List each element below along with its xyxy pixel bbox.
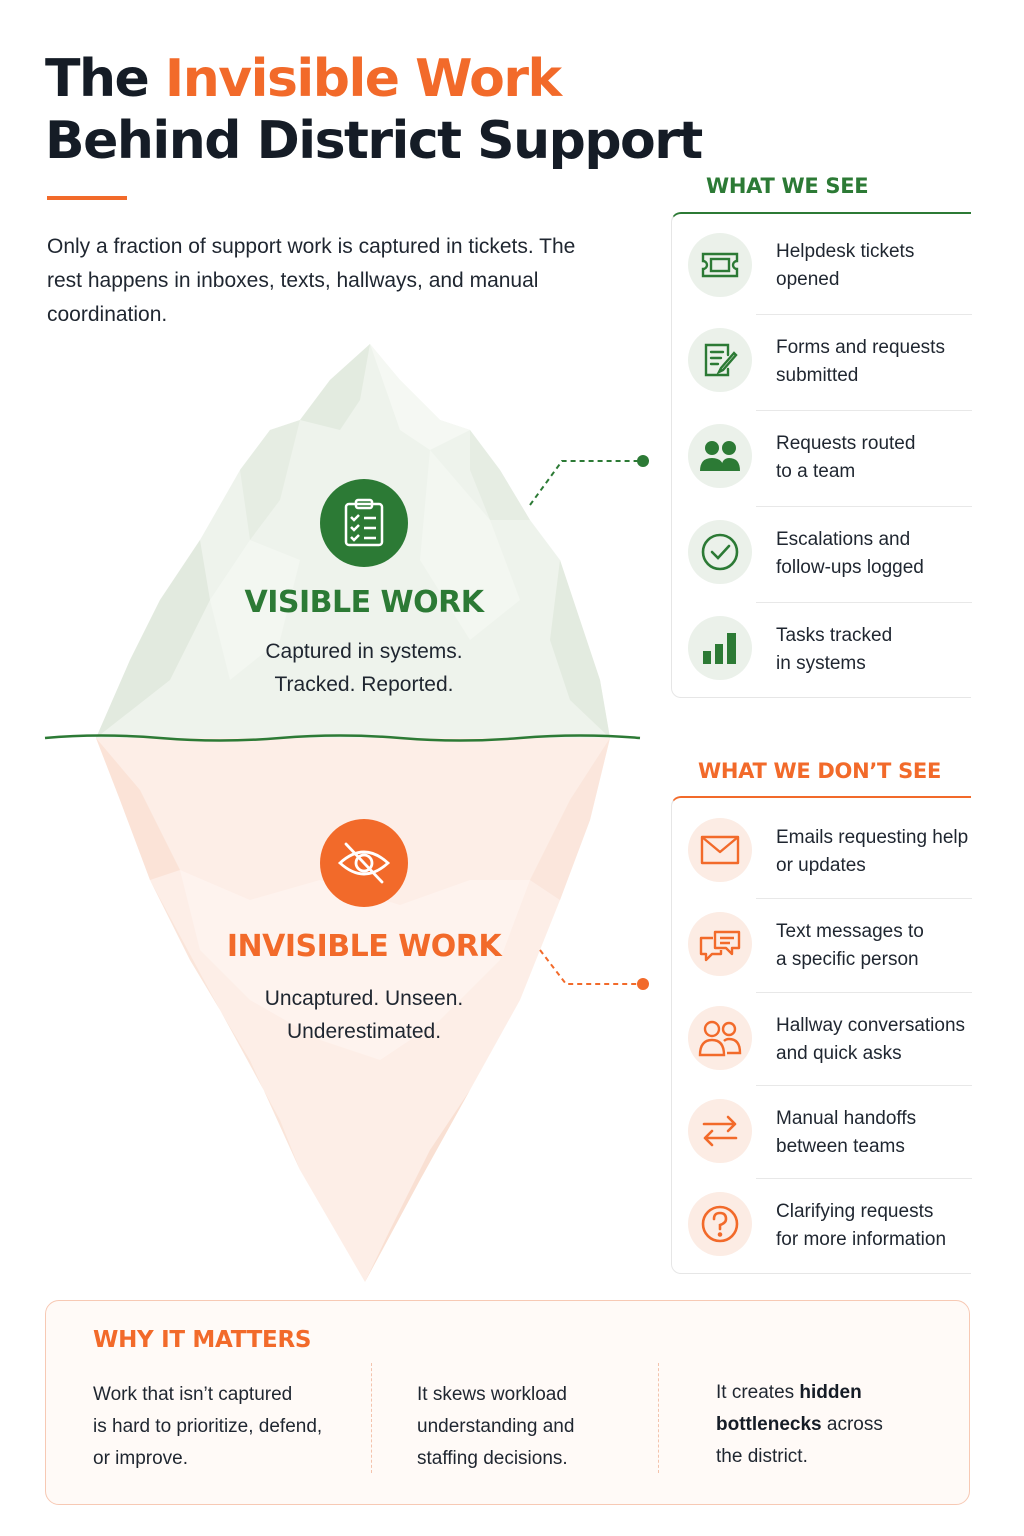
see-item-line1: Escalations and: [776, 529, 911, 550]
see-item-line1: Helpdesk tickets: [776, 241, 915, 262]
dont-see-item-line1: Clarifying requests: [776, 1201, 934, 1222]
why-point-1: Work that isn’t captured is hard to prio…: [93, 1379, 353, 1475]
team-icon: [688, 424, 752, 488]
see-item-text: Tasks tracked in systems: [776, 622, 976, 678]
form-pen-icon: [688, 328, 752, 392]
dont-see-item-text: Hallway conversations and quick asks: [776, 1012, 976, 1068]
dont-see-item-text: Clarifying requests for more information: [776, 1198, 976, 1254]
why-point-3-line2: bottlenecks across: [716, 1409, 976, 1441]
why-point-1-line3: or improve.: [93, 1448, 189, 1469]
why-point-3-line3: the district.: [716, 1446, 808, 1467]
eye-slash-icon: [320, 819, 408, 907]
why-point-3-bold2: bottlenecks: [716, 1414, 822, 1435]
dont-see-item-line2: between teams: [776, 1136, 905, 1157]
what-we-dont-see-panel: Emails requesting help or updates Text m…: [671, 796, 972, 1274]
see-item-line2: in systems: [776, 653, 866, 674]
bar-chart-icon: [688, 616, 752, 680]
invisible-work-title: INVISIBLE WORK: [226, 929, 502, 964]
divider: [371, 1363, 372, 1473]
invisible-connector: [539, 949, 643, 985]
why-point-3-line1: It creates hidden: [716, 1377, 976, 1409]
visible-desc-line1: Captured in systems.: [265, 640, 463, 663]
dont-see-item-line1: Hallway conversations: [776, 1015, 966, 1036]
see-item-line2: follow-ups logged: [776, 557, 924, 578]
why-it-matters-box: WHY IT MATTERS Work that isn’t captured …: [45, 1300, 970, 1505]
question-circle-icon: [688, 1192, 752, 1256]
dont-see-item-text: Manual handoffs between teams: [776, 1105, 976, 1161]
dont-see-item-line2: a specific person: [776, 949, 919, 970]
invisible-desc-line2: Underestimated.: [286, 1020, 442, 1043]
people-outline-icon: [688, 1006, 752, 1070]
dont-see-item-line2: or updates: [776, 855, 866, 876]
chat-bubbles-icon: [688, 912, 752, 976]
what-we-see-heading: WHAT WE SEE: [706, 174, 869, 198]
see-item-line1: Forms and requests: [776, 337, 945, 358]
see-item-line1: Tasks tracked: [776, 625, 893, 646]
see-item-line2: to a team: [776, 461, 856, 482]
intro-text: Only a fraction of support work is captu…: [47, 235, 576, 326]
waterline: [44, 734, 641, 742]
check-circle-icon: [688, 520, 752, 584]
see-item-text: Helpdesk tickets opened: [776, 238, 976, 294]
iceberg-illustration: [44, 344, 649, 1282]
why-point-2-line3: staffing decisions.: [417, 1448, 568, 1469]
envelope-icon: [688, 818, 752, 882]
visible-connector: [529, 460, 643, 506]
dont-see-item-text: Emails requesting help or updates: [776, 824, 976, 880]
what-we-see-panel: Helpdesk tickets opened Forms and reques…: [671, 212, 972, 698]
visible-work-description: Captured in systems. Tracked. Reported.: [164, 635, 564, 701]
dont-see-item-line1: Text messages to: [776, 921, 924, 942]
dont-see-item-line1: Emails requesting help: [776, 827, 969, 848]
why-point-3-pre: It creates: [716, 1382, 800, 1403]
visible-work-title: VISIBLE WORK: [244, 585, 484, 620]
see-item-text: Escalations and follow-ups logged: [776, 526, 976, 582]
why-point-3-bold1: hidden: [799, 1382, 862, 1403]
why-point-2-line2: understanding and: [417, 1416, 575, 1437]
see-item-text: Forms and requests submitted: [776, 334, 976, 390]
title-underline: [47, 196, 127, 200]
see-item-text: Requests routed to a team: [776, 430, 976, 486]
page-title: The Invisible Work Behind District Suppo…: [45, 48, 703, 172]
why-point-3: It creates hidden bottlenecks across the…: [716, 1377, 976, 1473]
title-word: The: [45, 49, 150, 109]
swap-arrows-icon: [688, 1099, 752, 1163]
see-item-line2: submitted: [776, 365, 859, 386]
see-item-line2: opened: [776, 269, 840, 290]
title-accent: Invisible Work: [164, 49, 562, 109]
what-we-dont-see-heading: WHAT WE DON’T SEE: [698, 759, 942, 783]
invisible-work-description: Uncaptured. Unseen. Underestimated.: [164, 982, 564, 1048]
why-point-3-post: across: [821, 1414, 883, 1435]
why-point-2: It skews workload understanding and staf…: [417, 1379, 677, 1475]
dont-see-item-text: Text messages to a specific person: [776, 918, 976, 974]
dont-see-item-line2: and quick asks: [776, 1043, 902, 1064]
see-item-line1: Requests routed: [776, 433, 916, 454]
dont-see-item-line1: Manual handoffs: [776, 1108, 917, 1129]
divider: [658, 1363, 659, 1473]
visible-desc-line2: Tracked. Reported.: [274, 673, 454, 696]
title-line-2: Behind District Support: [45, 111, 703, 171]
why-point-1-line2: is hard to prioritize, defend,: [93, 1416, 323, 1437]
invisible-desc-line1: Uncaptured. Unseen.: [264, 987, 464, 1010]
dont-see-item-line2: for more information: [776, 1229, 947, 1250]
clipboard-checklist-icon: [320, 479, 408, 567]
ticket-icon: [688, 233, 752, 297]
why-it-matters-heading: WHY IT MATTERS: [93, 1327, 312, 1353]
why-point-2-line1: It skews workload: [417, 1384, 567, 1405]
why-point-1-line1: Work that isn’t captured: [93, 1384, 293, 1405]
